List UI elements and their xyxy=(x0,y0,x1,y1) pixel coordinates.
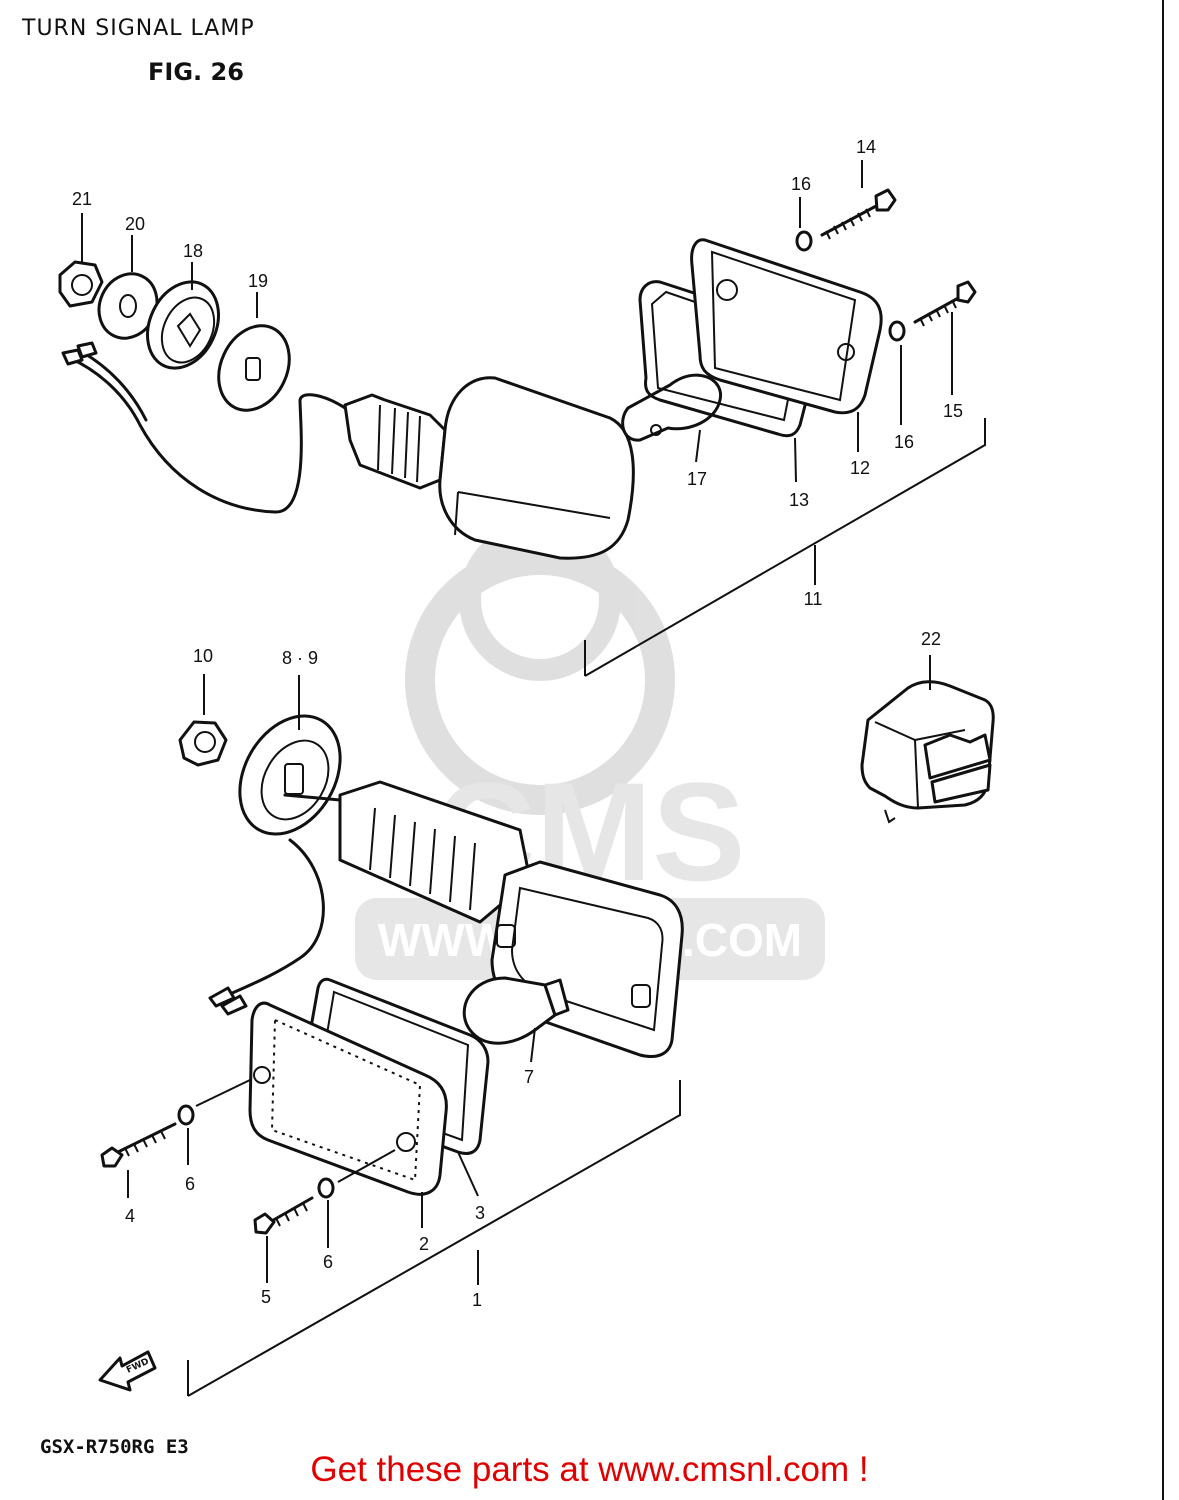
part-17-bulb xyxy=(621,373,722,442)
figure-number: FIG. 26 xyxy=(148,58,244,86)
part-16-washer xyxy=(888,320,906,342)
callout-19: 19 xyxy=(248,271,268,291)
part-19-plate xyxy=(217,324,291,412)
callout-14: 14 xyxy=(856,137,876,157)
callout-20: 20 xyxy=(125,214,145,234)
part-4-screw xyxy=(100,1122,177,1168)
part-6-washer xyxy=(177,1104,195,1126)
callout-10: 10 xyxy=(193,646,213,666)
callout-17: 17 xyxy=(687,469,707,489)
part-7-bulb xyxy=(462,976,570,1045)
callout-4: 4 xyxy=(125,1206,135,1226)
part-5-screw xyxy=(253,1196,314,1235)
callout-22: 22 xyxy=(921,629,941,649)
callout-16-upper: 16 xyxy=(791,174,811,194)
part-21-nut xyxy=(58,260,104,308)
callout-3: 3 xyxy=(475,1203,485,1223)
part-18-grommet xyxy=(146,280,220,370)
fwd-arrow-icon: FWD xyxy=(98,1350,157,1392)
callout-6-right: 6 xyxy=(323,1252,333,1272)
part-15-screw xyxy=(913,280,977,327)
promo-link[interactable]: Get these parts at www.cmsnl.com ! xyxy=(310,1450,869,1489)
callout-1: 1 xyxy=(472,1290,482,1310)
callout-12: 12 xyxy=(850,458,870,478)
part-12-lens xyxy=(690,238,883,415)
callout-11: 11 xyxy=(804,589,823,609)
callout-18: 18 xyxy=(183,241,203,261)
callout-15: 15 xyxy=(943,401,963,421)
model-code: GSX-R750RG E3 xyxy=(40,1436,189,1458)
part-16-washer xyxy=(795,230,813,252)
callout-13: 13 xyxy=(789,490,809,510)
callout-21: 21 xyxy=(72,189,92,209)
part-2-lens xyxy=(248,1001,448,1196)
callout-16-lower: 16 xyxy=(894,432,914,452)
callout-5: 5 xyxy=(261,1287,271,1307)
part-20-washer xyxy=(97,272,159,340)
part-6-washer xyxy=(317,1177,335,1199)
part-22-relay xyxy=(860,680,995,824)
diagram-title: TURN SIGNAL LAMP xyxy=(22,16,255,41)
callout-6-left: 6 xyxy=(185,1174,195,1194)
callout-7: 7 xyxy=(524,1067,534,1087)
part-11-lamp-body xyxy=(343,376,635,560)
part-14-screw xyxy=(820,188,897,240)
callout-2: 2 xyxy=(419,1234,429,1254)
callout-8-9: 8 · 9 xyxy=(282,648,318,668)
part-10-nut xyxy=(178,720,228,767)
